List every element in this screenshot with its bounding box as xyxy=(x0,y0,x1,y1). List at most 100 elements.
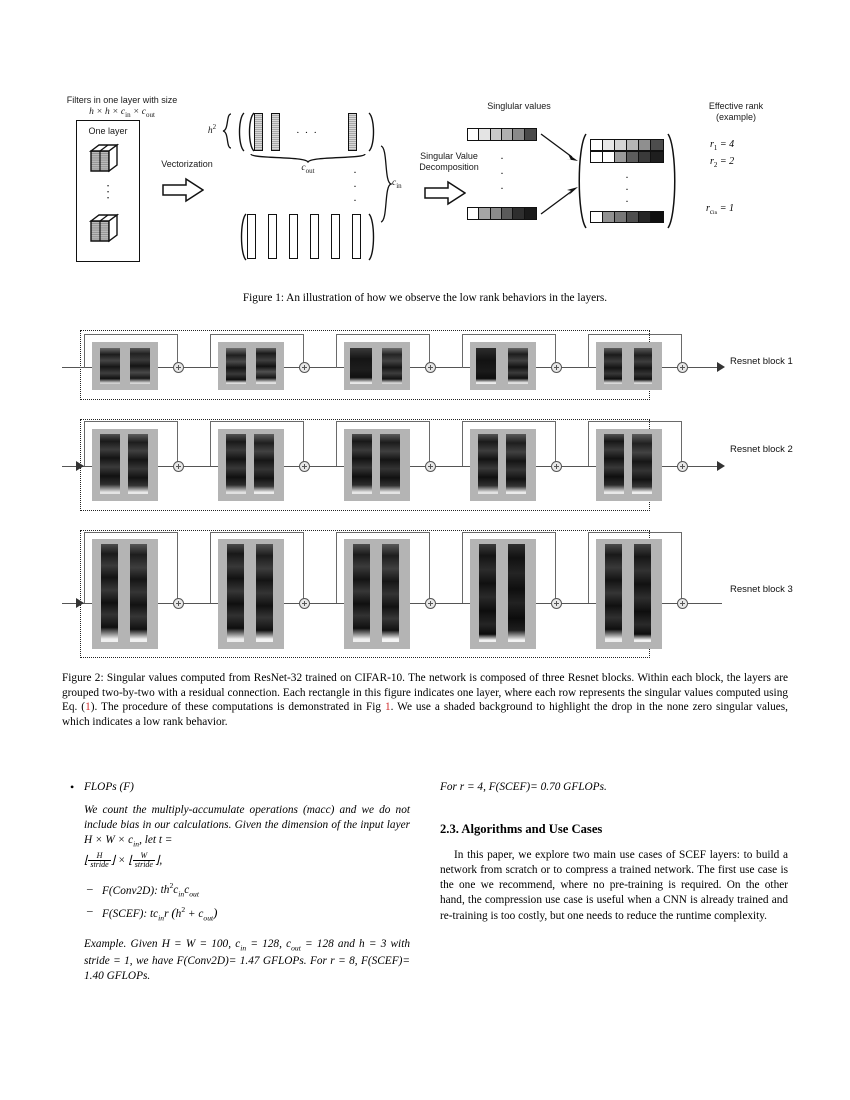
resnet-block-1-label: Resnet block 1 xyxy=(730,356,793,367)
flops-description-text-a: We count the multiply-accumulate operati… xyxy=(84,804,410,832)
residual-unit xyxy=(92,429,158,501)
singular-value-map xyxy=(508,348,528,384)
flops-description-text-b: let t = xyxy=(141,834,173,847)
fig-reference-link[interactable]: 1 xyxy=(384,701,391,714)
singular-values-row-bottom xyxy=(467,207,537,220)
singular-value-map xyxy=(382,544,399,642)
add-node[interactable] xyxy=(425,461,436,472)
skip-connection xyxy=(336,334,430,368)
residual-unit xyxy=(344,429,410,501)
singular-value-map xyxy=(227,544,244,642)
residual-unit xyxy=(218,539,284,649)
svd-arrow xyxy=(424,180,466,206)
add-node[interactable] xyxy=(173,362,184,373)
sv-cell xyxy=(501,129,514,140)
matrix-cell xyxy=(651,212,663,222)
add-node[interactable] xyxy=(551,598,562,609)
vertical-dots-one-layer: ··· xyxy=(105,178,111,205)
h-squared-brace xyxy=(222,113,232,149)
matrix-cell xyxy=(603,140,615,150)
example-paragraph: Example. Given H = W = 100, cin = 128, c… xyxy=(84,937,410,984)
add-node[interactable] xyxy=(677,461,688,472)
flops-bullet-title: FLOPs (F) xyxy=(62,779,410,795)
eq-reference-link[interactable]: 1 xyxy=(85,701,91,714)
resnet-block-2-label: Resnet block 2 xyxy=(730,444,793,455)
singular-value-map xyxy=(508,544,525,642)
add-node[interactable] xyxy=(551,461,562,472)
skip-connection xyxy=(210,334,304,368)
singular-value-map xyxy=(254,434,274,494)
skip-connection xyxy=(210,421,304,466)
add-node[interactable] xyxy=(551,362,562,373)
example-lead-label: Example. xyxy=(84,938,127,951)
matrix-bracket-bottom-right xyxy=(368,213,375,261)
add-node[interactable] xyxy=(677,598,688,609)
add-node[interactable] xyxy=(299,362,310,373)
residual-unit xyxy=(470,539,536,649)
rank-rcin: rcin = 1 xyxy=(706,203,735,216)
sv-cell xyxy=(513,129,525,140)
matrix-cell xyxy=(615,140,627,150)
add-node[interactable] xyxy=(425,598,436,609)
vector-strips-bottom xyxy=(247,214,375,260)
left-text-column: FLOPs (F) We count the multiply-accumula… xyxy=(62,779,410,984)
skip-connection xyxy=(588,532,682,603)
section-2-3-paragraph: In this paper, we explore two main use c… xyxy=(440,849,788,922)
conv2d-flops-label: F(Conv2D): xyxy=(102,884,158,897)
vector-strip xyxy=(352,214,361,259)
singular-value-map xyxy=(604,434,624,494)
arrow-in-block-3 xyxy=(76,598,84,608)
add-node[interactable] xyxy=(677,362,688,373)
add-node[interactable] xyxy=(299,598,310,609)
vector-strip xyxy=(348,113,357,151)
vector-strip xyxy=(310,214,319,259)
vertical-dots-singular: ··· xyxy=(500,151,504,195)
add-node[interactable] xyxy=(173,598,184,609)
skip-connection xyxy=(588,334,682,368)
residual-unit xyxy=(596,429,662,501)
residual-unit xyxy=(596,539,662,649)
vectorization-label: Vectorization xyxy=(161,159,213,169)
residual-unit xyxy=(596,342,662,390)
sv-cell xyxy=(490,208,502,219)
sv-cell xyxy=(513,208,525,219)
arrow-in-block-2 xyxy=(76,461,84,471)
singular-value-map xyxy=(476,348,496,384)
figure-2-caption-part2: ). The procedure of these computations i… xyxy=(90,701,385,714)
skip-connection xyxy=(84,421,178,466)
singular-value-map xyxy=(101,544,118,642)
matrix-cell xyxy=(603,152,615,162)
add-node[interactable] xyxy=(425,362,436,373)
resnet-block-3-label: Resnet block 3 xyxy=(730,584,793,595)
input-layer-dims-math: H × W × cin, xyxy=(84,834,142,849)
matrix-row xyxy=(590,139,664,151)
add-node[interactable] xyxy=(299,461,310,472)
singular-value-map xyxy=(353,544,370,642)
matrix-cell xyxy=(639,152,651,162)
add-node[interactable] xyxy=(173,461,184,472)
sv-cell xyxy=(479,208,491,219)
arrow-bottom-to-matrix xyxy=(540,187,578,215)
scef-flops-label: F(SCEF): xyxy=(102,907,148,920)
vectorization-arrow xyxy=(162,177,204,203)
right-text-column: For r = 4, F(SCEF)= 0.70 GFLOPs. 2.3. Al… xyxy=(440,780,788,924)
skip-connection xyxy=(462,334,556,368)
cout-label: cout xyxy=(301,163,315,175)
arrow-top-to-matrix xyxy=(540,133,578,161)
singular-value-map xyxy=(130,348,150,384)
singular-values-label: Singlular values xyxy=(487,101,551,111)
residual-unit xyxy=(218,342,284,390)
matrix-cell xyxy=(651,152,663,162)
skip-connection xyxy=(588,421,682,466)
singular-value-map xyxy=(256,348,276,384)
matrix-cell xyxy=(591,140,603,150)
singular-value-map xyxy=(256,544,273,642)
residual-unit xyxy=(92,342,158,390)
svd-label-line2: Decomposition xyxy=(419,162,479,172)
arrow-out-block-2 xyxy=(717,461,725,471)
residual-unit xyxy=(344,539,410,649)
skip-connection xyxy=(336,532,430,603)
singular-value-map xyxy=(604,348,622,384)
flops-r4-line: For r = 4, F(SCEF)= 0.70 GFLOPs. xyxy=(440,780,788,795)
